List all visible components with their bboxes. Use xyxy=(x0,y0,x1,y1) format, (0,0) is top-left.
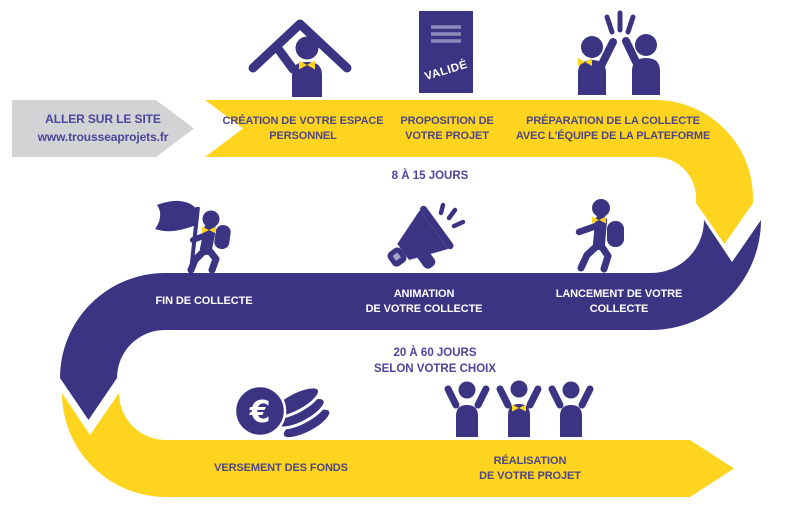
step-realisation-line2: DE VOTRE PROJET xyxy=(479,469,581,482)
home-person-icon xyxy=(248,19,352,97)
step-preparation-line2: AVEC L'ÉQUIPE DE LA PLATEFORME xyxy=(515,130,711,142)
validated-document-icon: VALIDÉ xyxy=(419,11,473,93)
band-bottom-yellow xyxy=(62,393,734,497)
site-entry-arrow-shape xyxy=(12,100,194,157)
step-versement-line1: VERSEMENT DES FONDS xyxy=(214,462,348,475)
step-fin-line1: FIN DE COLLECTE xyxy=(155,295,253,308)
site-url: www.trousseaprojets.fr xyxy=(37,129,169,144)
step-animation-line1: ANIMATION xyxy=(393,287,455,300)
high-five-icon xyxy=(578,10,660,95)
step-lancement-line2: COLLECTE xyxy=(589,302,649,315)
step-preparation: PRÉPARATION DE LA COLLECTE AVEC L'ÉQUIPE… xyxy=(495,106,731,152)
step-proposition-line2: VOTRE PROJET xyxy=(405,130,489,142)
duration-bottom: 20 À 60 JOURS SELON VOTRE CHOIX xyxy=(325,345,545,377)
step-creation-line2: PERSONNEL xyxy=(269,130,337,142)
band-middle-purple xyxy=(60,220,761,420)
euro-symbol: € xyxy=(249,395,271,430)
walking-backpacker-icon xyxy=(575,199,624,273)
duration-bottom-line2: SELON VOTRE CHOIX xyxy=(373,363,497,376)
celebrating-people-icon xyxy=(444,380,594,437)
step-lancement-line1: LANCEMENT DE VOTRE xyxy=(555,287,683,300)
site-entry-line1: ALLER SUR LE SITE xyxy=(45,112,161,127)
band-top-yellow xyxy=(205,100,753,244)
step-lancement: LANCEMENT DE VOTRE COLLECTE xyxy=(529,279,709,324)
duration-top: 8 À 15 JOURS xyxy=(391,170,469,182)
step-creation: CRÉATION DE VOTRE ESPACE PERSONNEL xyxy=(193,106,413,152)
megaphone-icon xyxy=(387,202,466,269)
duration-bottom-line1: 20 À 60 JOURS xyxy=(393,347,477,359)
site-entry-arrow: ALLER SUR LE SITE www.trousseaprojets.fr xyxy=(12,100,194,157)
step-creation-line1: CRÉATION DE VOTRE ESPACE xyxy=(222,115,384,128)
step-versement: VERSEMENT DES FONDS xyxy=(181,441,381,496)
step-realisation-line1: RÉALISATION xyxy=(493,454,567,467)
flag-hiker-icon xyxy=(155,200,231,274)
step-proposition-line1: PROPOSITION DE xyxy=(400,115,494,128)
step-fin-collecte: FIN DE COLLECTE xyxy=(114,279,294,324)
euro-coins-icon: € xyxy=(233,384,333,441)
step-animation: ANIMATION DE VOTRE COLLECTE xyxy=(334,279,514,324)
step-animation-line2: DE VOTRE COLLECTE xyxy=(365,302,483,315)
step-preparation-line1: PRÉPARATION DE LA COLLECTE xyxy=(526,115,700,128)
step-realisation: RÉALISATION DE VOTRE PROJET xyxy=(430,441,630,496)
step-proposition: PROPOSITION DE VOTRE PROJET xyxy=(357,106,537,152)
